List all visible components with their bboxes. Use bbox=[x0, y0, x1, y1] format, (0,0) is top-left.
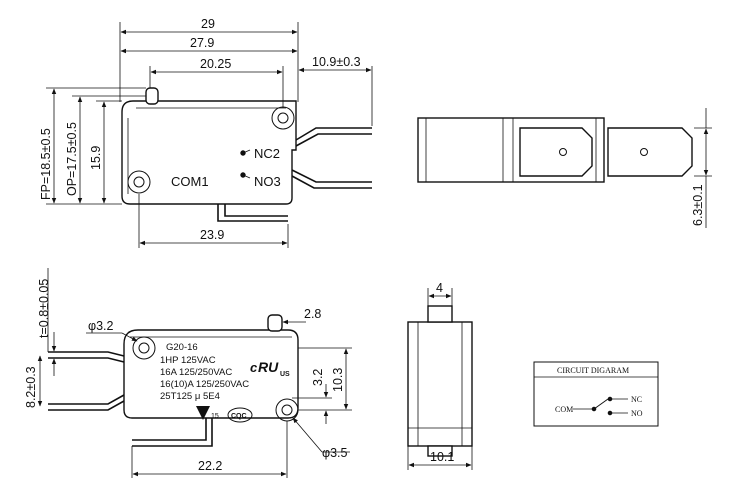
label-nc2: NC2 bbox=[254, 146, 280, 161]
end-view: 4 10.1 bbox=[407, 281, 473, 470]
front-plunger bbox=[267, 314, 283, 332]
spec-line-3: 16(10)A 125/250VAC bbox=[160, 379, 249, 390]
spec-model: G20-16 bbox=[166, 342, 198, 353]
front-terminal-lower bbox=[48, 394, 125, 405]
dim-2-8: 2.8 bbox=[304, 307, 321, 321]
dim-op: OP=17.5±0.5 bbox=[65, 122, 79, 196]
mark-cqc: CQC bbox=[231, 413, 247, 420]
circuit-no: NO bbox=[631, 409, 643, 418]
dim-20-25: 20.25 bbox=[200, 57, 231, 71]
dim-6-3: 6.3±0.1 bbox=[691, 184, 705, 226]
top-plunger bbox=[145, 87, 159, 105]
dim-15-9: 15.9 bbox=[89, 146, 103, 170]
end-plunger bbox=[427, 305, 453, 323]
dim-8-2: 8.2±0.3 bbox=[24, 366, 38, 408]
top-view: 29 27.9 20.25 10.9±0.3 FP=18.5±0.5 OP=17… bbox=[39, 17, 373, 248]
dim-29: 29 bbox=[201, 17, 215, 31]
terminal-nc bbox=[295, 127, 372, 141]
circuit-frame bbox=[533, 361, 659, 427]
cqc-logo: CQC bbox=[227, 407, 253, 423]
svg-text:c: c bbox=[250, 360, 258, 375]
dim-phi-3-5: φ3.5 bbox=[322, 446, 348, 460]
dim-22-2: 22.2 bbox=[198, 459, 222, 473]
dim-3-2: 3.2 bbox=[311, 369, 325, 386]
label-com1: COM1 bbox=[171, 174, 209, 189]
mark-us: US bbox=[280, 371, 290, 378]
top-switch-body bbox=[121, 100, 297, 205]
dim-phi-3-2: φ3.2 bbox=[88, 319, 114, 333]
label-no3: NO3 bbox=[254, 174, 281, 189]
end-body bbox=[407, 321, 473, 447]
dim-10-9: 10.9±0.3 bbox=[312, 55, 361, 69]
dim-27-9: 27.9 bbox=[190, 36, 214, 50]
front-view: G20-16 1HP 125VAC 16A 125/250VAC 16(10)A… bbox=[24, 268, 352, 478]
side-view: 6.3±0.1 bbox=[417, 108, 712, 228]
spec-line-2: 16A 125/250VAC bbox=[160, 367, 232, 378]
spec-line-1: 1HP 125VAC bbox=[160, 355, 216, 366]
terminal-no bbox=[291, 169, 372, 183]
circuit-diagram: CIRCUIT DIGARAM COM NC NO bbox=[533, 361, 659, 427]
front-terminal-upper bbox=[48, 351, 125, 357]
ul-logo: c RU US bbox=[250, 359, 290, 378]
side-blade-1 bbox=[519, 127, 593, 177]
front-switch-body bbox=[123, 329, 299, 419]
dim-4: 4 bbox=[436, 281, 443, 295]
dim-10-1: 10.1 bbox=[430, 450, 454, 464]
dim-10-3: 10.3 bbox=[331, 368, 345, 392]
dim-fp: FP=18.5±0.5 bbox=[39, 128, 53, 200]
front-terminal-bottom bbox=[132, 418, 207, 441]
side-blade-2 bbox=[607, 127, 693, 177]
terminal-com bbox=[217, 204, 288, 222]
enec-logo: 15 bbox=[196, 406, 219, 420]
spec-line-4: 25T125 μ 5E4 bbox=[160, 391, 220, 402]
dim-thickness: t=0.8±0.05 bbox=[37, 279, 51, 338]
circuit-title: CIRCUIT DIGARAM bbox=[557, 366, 629, 375]
svg-text:RU: RU bbox=[258, 359, 279, 375]
circuit-nc: NC bbox=[631, 395, 642, 404]
mark-15: 15 bbox=[211, 413, 219, 420]
front-hole-upper bbox=[132, 336, 156, 360]
top-hole-lower bbox=[127, 170, 151, 194]
circuit-com: COM bbox=[555, 405, 573, 414]
dim-23-9: 23.9 bbox=[200, 228, 224, 242]
